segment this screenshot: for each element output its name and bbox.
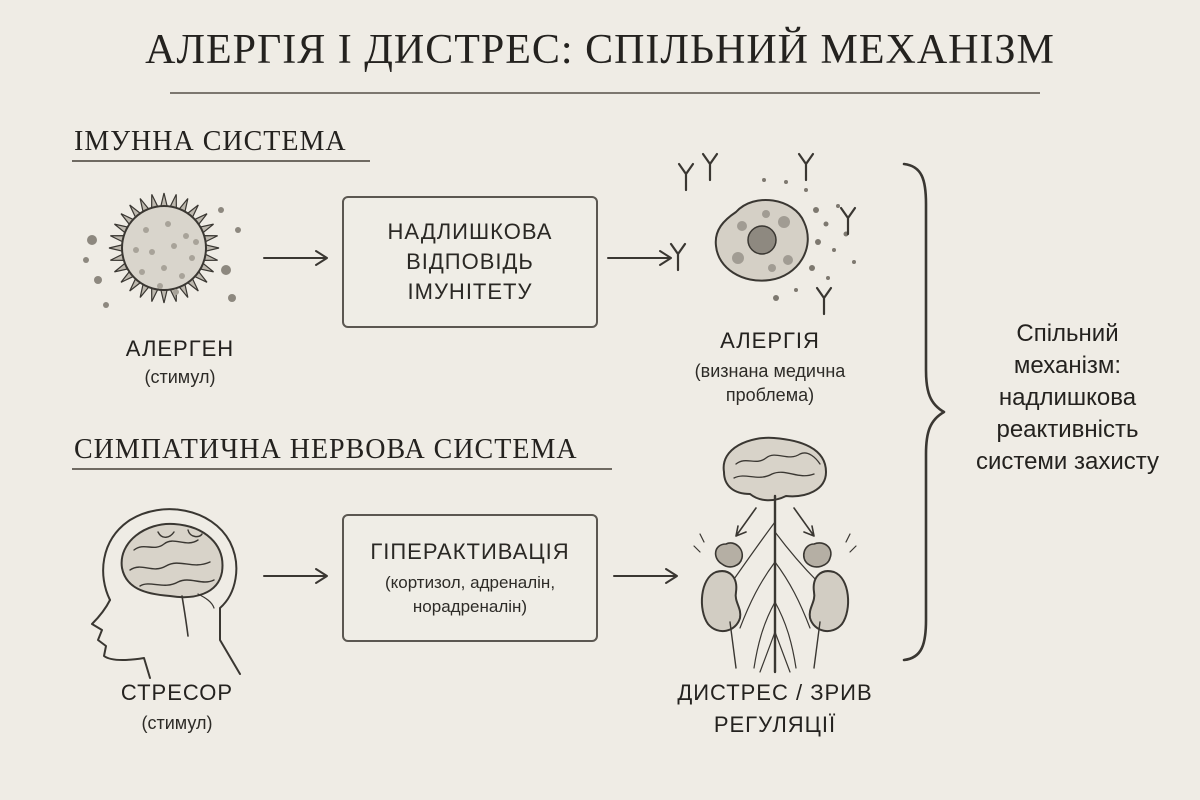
immune-box-line-3: ІМУНІТЕТУ	[407, 279, 533, 304]
allergy-sublabel-1: (визнана медична	[694, 361, 846, 381]
summary-line-2: механізм:	[1013, 352, 1122, 379]
immune-box-line-1: НАДЛИШКОВА	[387, 219, 553, 244]
arrow-icon	[263, 250, 328, 266]
summary-line-3: надлишкова	[998, 384, 1137, 411]
title-divider	[170, 92, 1040, 94]
distress-label-2: РЕГУЛЯЦІЇ	[713, 712, 837, 737]
allergy-sublabel-2: проблема)	[725, 385, 815, 405]
summary-line-5: системи захисту	[975, 448, 1160, 475]
arrow-icon	[613, 568, 678, 584]
hyperactivation-box: ГІПЕРАКТИВАЦІЯ (кортизол, адреналін, нор…	[342, 514, 598, 642]
hormones-line-2: норадреналін)	[412, 597, 528, 616]
distress-label-1: ДИСТРЕС / ЗРИВ	[677, 680, 873, 705]
page-title: АЛЕРГІЯ І ДИСТРЕС: СПІЛЬНИЙ МЕХАНІЗМ	[145, 27, 1055, 73]
stressor-label: СТРЕСОР	[120, 680, 234, 705]
hyperactivation-title: ГІПЕРАКТИВАЦІЯ	[370, 539, 570, 564]
hormones-line-1: (кортизол, адреналін,	[384, 573, 556, 592]
pollen-icon	[83, 192, 241, 308]
nervous-heading-rule	[72, 468, 612, 470]
arrow-icon	[607, 250, 672, 266]
summary-line-4: реактивність	[996, 416, 1139, 443]
immune-section-heading: ІМУННА СИСТЕМА	[74, 126, 347, 157]
curly-brace-icon	[902, 162, 946, 662]
allergy-label: АЛЕРГІЯ	[720, 328, 820, 353]
head-brain-icon	[91, 508, 241, 679]
stressor-sublabel: (стимул)	[141, 713, 213, 733]
immune-cell-icon	[669, 152, 857, 316]
nervous-section-heading: СИМПАТИЧНА НЕРВОВА СИСТЕМА	[74, 434, 578, 465]
brain-adrenal-icon	[693, 436, 857, 674]
immune-response-box: НАДЛИШКОВА ВІДПОВІДЬ ІМУНІТЕТУ	[342, 196, 598, 328]
immune-heading-rule	[72, 160, 370, 162]
immune-box-line-2: ВІДПОВІДЬ	[406, 249, 534, 274]
summary-line-1: Спільний	[1016, 320, 1119, 347]
summary-text: Спільний механізм: надлишкова реактивніс…	[950, 318, 1185, 478]
allergen-label: АЛЕРГЕН	[125, 336, 235, 361]
allergen-sublabel: (стимул)	[144, 367, 216, 387]
arrow-icon	[263, 568, 328, 584]
